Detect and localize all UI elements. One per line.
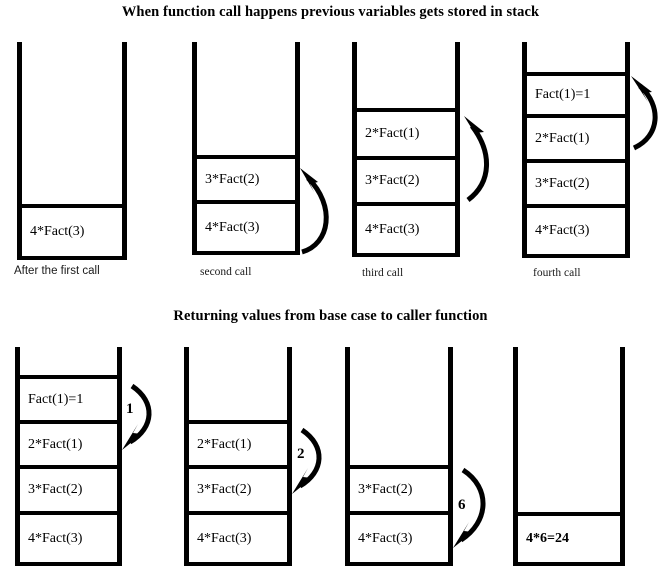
- stack-cell-label: 2*Fact(1): [28, 436, 83, 452]
- stack-cell-label: 4*Fact(3): [28, 530, 83, 546]
- stack-cell: 2*Fact(1): [522, 114, 630, 159]
- stack-cell: Fact(1)=1: [15, 375, 122, 420]
- stack-rail-left: [522, 42, 527, 258]
- stack-cell: 3*Fact(2): [184, 465, 292, 511]
- stack-rail-right: [625, 42, 630, 258]
- stack-cell-label: 3*Fact(2): [205, 171, 260, 187]
- push-arrow-2: [300, 168, 329, 255]
- stack-cell-label: 3*Fact(2): [358, 482, 413, 497]
- stack-rail-right: [287, 347, 292, 566]
- stack-rail-left: [345, 347, 350, 566]
- stack-rail-right: [455, 42, 460, 257]
- arrow-head: [464, 116, 484, 142]
- stack-cell: 4*Fact(3): [522, 204, 630, 258]
- top-stack-2-caption: second call: [200, 266, 252, 278]
- stack-rail-right: [122, 42, 127, 260]
- return-arrow-3: [453, 467, 486, 548]
- stack-cell: 4*Fact(3): [15, 511, 122, 566]
- stack-rail-left: [15, 347, 20, 566]
- stack-cells: Fact(1)=1 2*Fact(1) 3*Fact(2) 4*Fact(3): [15, 375, 122, 566]
- bottom-stack-2: 2*Fact(1) 3*Fact(2) 4*Fact(3): [184, 347, 292, 566]
- top-section-heading: When function call happens previous vari…: [121, 4, 540, 20]
- arrow-curve: [301, 176, 329, 255]
- stack-cell-label: 4*6=24: [526, 531, 569, 546]
- stack-cells: 3*Fact(2) 4*Fact(3): [345, 465, 453, 566]
- stack-cell-label: 4*Fact(3): [205, 219, 260, 235]
- arrow-head: [292, 468, 312, 494]
- arrow-head: [631, 76, 652, 102]
- arrow-head: [300, 168, 318, 192]
- stack-cell-label: 4*Fact(3): [30, 224, 85, 239]
- stack-cell: 3*Fact(2): [192, 155, 300, 200]
- stack-cell: 4*6=24: [513, 512, 625, 566]
- stack-cell: 3*Fact(2): [15, 465, 122, 511]
- arrow-curve: [466, 124, 489, 202]
- stack-rail-left: [192, 42, 197, 255]
- stack-cell: 4*Fact(3): [352, 202, 460, 257]
- push-arrow-4: [631, 76, 658, 151]
- stack-cell-label: 4*Fact(3): [358, 530, 413, 546]
- stack-cell-label: Fact(1)=1: [28, 391, 84, 407]
- return-arrow-3-label: 6: [458, 497, 466, 513]
- top-stack-1: 4*Fact(3): [17, 42, 127, 260]
- stack-cell-label: 4*Fact(3): [365, 221, 420, 237]
- stack-cell-label: 2*Fact(1): [365, 126, 420, 141]
- stack-cell-label: 3*Fact(2): [28, 482, 83, 497]
- stack-cell: 4*Fact(3): [184, 511, 292, 566]
- stack-cells: 3*Fact(2) 4*Fact(3): [192, 155, 300, 255]
- top-stack-4-caption: fourth call: [533, 267, 581, 279]
- return-arrow-1: [122, 383, 152, 450]
- arrow-head: [453, 522, 473, 548]
- arrow-curve: [632, 84, 658, 151]
- stack-cell-label: 3*Fact(2): [197, 482, 252, 497]
- stack-cells: 2*Fact(1) 3*Fact(2) 4*Fact(3): [184, 420, 292, 566]
- stack-cell: 4*Fact(3): [17, 204, 127, 260]
- stack-rail-left: [184, 347, 189, 566]
- bottom-stack-3: 3*Fact(2) 4*Fact(3): [345, 347, 453, 566]
- stack-cell-label: 3*Fact(2): [535, 175, 590, 191]
- stack-cells: 2*Fact(1) 3*Fact(2) 4*Fact(3): [352, 108, 460, 257]
- bottom-stack-4: 4*6=24: [513, 347, 625, 566]
- bottom-stack-1: Fact(1)=1 2*Fact(1) 3*Fact(2) 4*Fact(3): [15, 347, 122, 566]
- stack-cell-label: 4*Fact(3): [197, 530, 252, 546]
- top-stack-2: 3*Fact(2) 4*Fact(3): [192, 42, 300, 255]
- bottom-section-heading: Returning values from base case to calle…: [173, 308, 488, 324]
- stack-cell-label: 3*Fact(2): [365, 173, 420, 188]
- return-arrow-1-label: 1: [126, 401, 134, 417]
- stack-cell-label: 2*Fact(1): [197, 436, 252, 452]
- stack-cell: Fact(1)=1: [522, 72, 630, 114]
- stack-rail-right: [448, 347, 453, 566]
- top-stack-1-caption: After the first call: [14, 265, 100, 277]
- push-arrow-3: [464, 116, 489, 202]
- stack-rail-left: [352, 42, 357, 257]
- stack-cell-label: 2*Fact(1): [535, 130, 590, 146]
- top-stack-3-caption: third call: [362, 267, 404, 279]
- stack-rail-right: [620, 347, 625, 566]
- return-arrow-2-label: 2: [297, 446, 305, 462]
- stack-rail-right: [117, 347, 122, 566]
- stack-cells: 4*6=24: [513, 512, 625, 566]
- stack-cell: 3*Fact(2): [345, 465, 453, 511]
- top-stack-4: Fact(1)=1 2*Fact(1) 3*Fact(2) 4*Fact(3): [522, 42, 630, 258]
- stack-cell: 4*Fact(3): [345, 511, 453, 566]
- stack-cell-label: 4*Fact(3): [535, 223, 590, 238]
- stack-cell-label: Fact(1)=1: [535, 87, 591, 102]
- stack-rail-right: [295, 42, 300, 255]
- stack-cell: 4*Fact(3): [192, 200, 300, 255]
- arrow-head: [122, 424, 142, 450]
- stack-cell: 3*Fact(2): [352, 156, 460, 202]
- stack-cell: 2*Fact(1): [352, 108, 460, 156]
- stack-cell: 3*Fact(2): [522, 159, 630, 204]
- top-stack-3: 2*Fact(1) 3*Fact(2) 4*Fact(3): [352, 42, 460, 257]
- stack-cells: 4*Fact(3): [17, 204, 127, 260]
- return-arrow-2: [292, 427, 322, 494]
- stack-cells: Fact(1)=1 2*Fact(1) 3*Fact(2) 4*Fact(3): [522, 72, 630, 258]
- stack-rail-left: [17, 42, 22, 260]
- stack-rail-left: [513, 347, 518, 566]
- stack-cell: 2*Fact(1): [15, 420, 122, 465]
- stack-cell: 2*Fact(1): [184, 420, 292, 465]
